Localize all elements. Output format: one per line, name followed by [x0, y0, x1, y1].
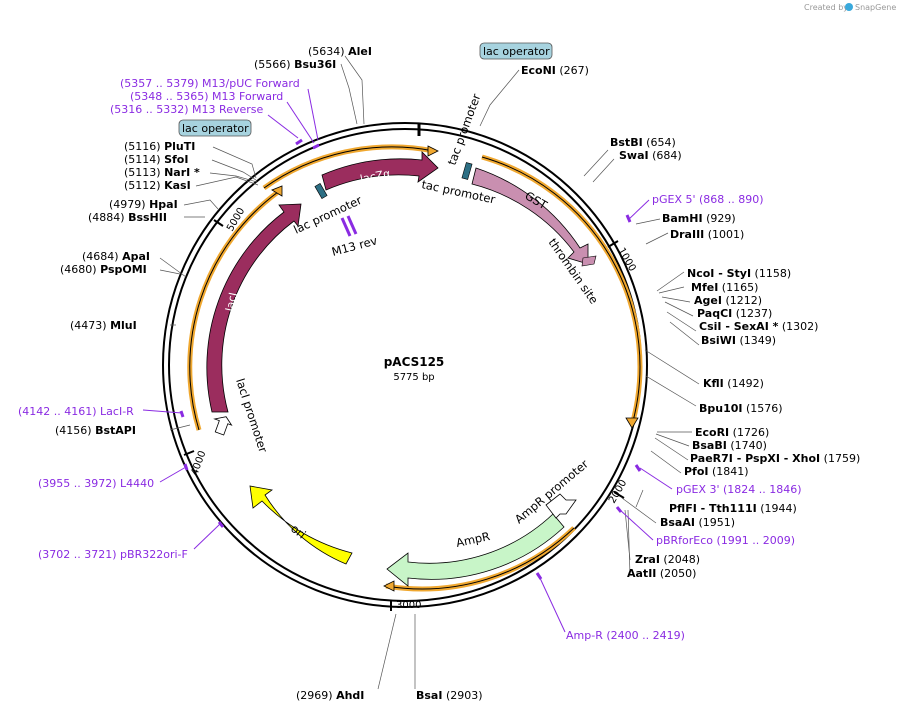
site-label-ecori: EcoRI (1726) — [695, 426, 769, 439]
m13-rev-label: M13 rev — [330, 233, 379, 259]
laci-promoter-label: lacI promoter — [233, 377, 270, 455]
laci-promoter-arrow[interactable] — [211, 413, 234, 436]
site-label-bpu10i: Bpu10I (1576) — [699, 402, 783, 415]
primer-label-pbr322ori-f: (3702 .. 3721) pBR322ori-F — [38, 548, 188, 561]
laci-label: lacI — [223, 291, 240, 312]
site-label-bsshii: (4884) BssHII — [88, 211, 167, 224]
lacza-label: lacZα — [359, 167, 392, 186]
primer-label-l4440: (3955 .. 3972) L4440 — [38, 477, 154, 490]
site-label-bamhi: BamHI (929) — [662, 212, 736, 225]
gst-feature[interactable] — [471, 167, 589, 265]
site-label-mfei: MfeI (1165) — [691, 281, 758, 294]
site-label-bsu36i: (5566) Bsu36I — [254, 58, 336, 71]
primer-label-laci-r: (4142 .. 4161) LacI-R — [18, 405, 134, 418]
site-label-apai: (4684) ApaI — [82, 250, 150, 263]
lac-operator-box-left[interactable] — [178, 119, 252, 137]
backbone-outer — [162, 122, 648, 608]
site-label-hpai: (4979) HpaI — [109, 198, 178, 211]
snapgene-logo-icon — [845, 3, 853, 11]
primer-label-pgex5: pGEX 5' (868 .. 890) — [652, 193, 764, 206]
m13-rev-primer-icon — [340, 215, 358, 237]
plasmid-name: pACS125 — [384, 355, 445, 369]
credit-prefix: Created by — [804, 3, 848, 12]
site-label-bsai: BsaI (2903) — [416, 689, 483, 702]
primer-label-m13-puc-forward: (5357 .. 5379) M13/pUC Forward — [120, 77, 300, 90]
site-label-kasi: (5112) KasI — [124, 179, 191, 192]
site-label-alei: (5634) AleI — [308, 45, 372, 58]
site-label-ahdi: (2969) AhdI — [296, 689, 364, 702]
site-label-ncoi-styi: NcoI - StyI (1158) — [687, 267, 791, 280]
tick-marks — [183, 219, 625, 611]
site-label-bstapi: (4156) BstAPI — [55, 424, 136, 437]
tick-4000: 4000 — [189, 449, 208, 477]
plasmid-length: 5775 bp — [393, 372, 434, 383]
lac-operator-box-top-label: lac operator — [483, 45, 550, 58]
ori-feature[interactable] — [249, 485, 353, 565]
lac-operator-left-marker — [314, 183, 328, 199]
lac-operator-box-left-label: lac operator — [182, 122, 249, 135]
site-label-pfoi: PfoI (1841) — [684, 465, 749, 478]
site-label-bsaai: BsaAI (1951) — [660, 516, 735, 529]
lac-operator-right-marker — [461, 162, 473, 180]
site-label-bsabi: BsaBI (1740) — [692, 439, 767, 452]
site-leader-lines — [159, 55, 700, 690]
ampr-feature[interactable] — [386, 513, 565, 587]
site-label-zrai: ZraI (2048) — [635, 553, 700, 566]
primer-label-amp-r: Amp-R (2400 .. 2419) — [566, 629, 685, 642]
site-label-pluti: (5116) PluTI — [124, 140, 195, 153]
primer-label-m13-forward: (5348 .. 5365) M13 Forward — [130, 90, 283, 103]
site-label-bsiwi: BsiWI (1349) — [701, 334, 776, 347]
thrombin-site-marker — [581, 255, 597, 267]
site-label-csii-sexai: CsiI - SexAI * (1302) — [699, 320, 818, 333]
tac-promoter-tiny-label: tac promoter — [445, 92, 484, 167]
ampr-promoter-arrow[interactable] — [545, 493, 577, 519]
lac-operator-box-top[interactable] — [479, 42, 553, 60]
tick-3000: 3000 — [396, 600, 421, 611]
site-label-kfli: KflI (1492) — [703, 377, 764, 390]
orf-arcs — [187, 144, 643, 592]
site-label-pspomi: (4680) PspOMI — [60, 263, 147, 276]
site-label-agei: AgeI (1212) — [694, 294, 762, 307]
lacZa-feature[interactable] — [321, 151, 439, 191]
primer-marks — [142, 88, 673, 633]
ampr-label: AmpR — [455, 529, 492, 550]
primer-label-pbrforeco: pBRforEco (1991 .. 2009) — [656, 534, 795, 547]
laci-feature[interactable] — [206, 203, 302, 413]
site-label-sfoi: (5114) SfoI — [124, 153, 188, 166]
site-label-draiii: DraIII (1001) — [670, 228, 744, 241]
site-label-xhoi-group: PaeR7I - PspXI - XhoI (1759) — [690, 452, 860, 465]
site-label-paqci: PaqCI (1237) — [697, 307, 772, 320]
site-label-swai: SwaI (684) — [619, 149, 682, 162]
orf-arrowheads — [271, 145, 639, 592]
site-label-bstbi: BstBI (654) — [610, 136, 676, 149]
site-label-aatii: AatII (2050) — [627, 567, 696, 580]
credit-brand: SnapGene — [855, 3, 896, 12]
site-label-econi: EcoNI (267) — [521, 64, 589, 77]
primer-label-m13-reverse: (5316 .. 5332) M13 Reverse — [110, 103, 263, 116]
site-label-nari: (5113) NarI * — [124, 166, 200, 179]
primer-label-pgex3: pGEX 3' (1824 .. 1846) — [676, 483, 802, 496]
site-label-pflfi-tth111i: PflFI - Tth111I (1944) — [669, 502, 797, 515]
site-label-mlui: (4473) MluI — [70, 319, 137, 332]
